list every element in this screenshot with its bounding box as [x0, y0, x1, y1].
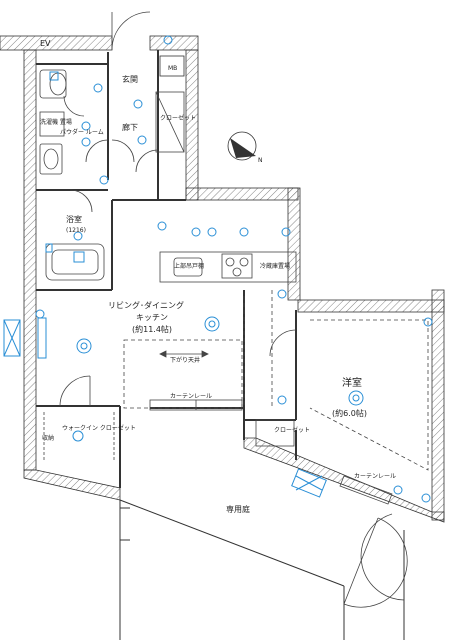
outer-walls [0, 35, 445, 523]
garden-border [119, 499, 405, 640]
label-ldk-size: (約11.4帖) [132, 324, 172, 334]
label-bath-size: (1216) [66, 227, 86, 234]
label-curtain-rail-2: カーテンレール [354, 473, 396, 480]
label-bath: 浴室 [66, 214, 82, 224]
label-curtain-rail: カーテンレール [170, 393, 212, 400]
label-storage: 収納 [42, 434, 54, 442]
compass-label: N [258, 157, 263, 164]
label-hallway: 廊下 [122, 122, 138, 132]
annotations: 下がり天井 カーテンレール カーテンレール 上部吊戸棚 冷蔵庫置場 [170, 262, 396, 480]
label-fridge: 冷蔵庫置場 [260, 262, 290, 270]
label-powder-room: パウダー ルーム [60, 128, 104, 136]
label-garden: 専用庭 [226, 504, 250, 514]
label-cupboard: 上部吊戸棚 [174, 262, 204, 270]
label-walk-in-closet: ウォークイン クローゼット [62, 424, 136, 432]
label-western: 洋室 [342, 376, 362, 389]
label-ev: EV [40, 39, 51, 48]
fixtures [39, 69, 429, 505]
compass-icon: N [227, 131, 263, 164]
label-entrance: 玄関 [122, 74, 138, 84]
electrical-symbols [35, 35, 433, 503]
label-washer: 洗濯機 置場 [40, 118, 72, 126]
label-shoe-closet: クローゼット [160, 114, 196, 122]
label-mb: MB [168, 65, 177, 72]
label-western-size: (約6.0帖) [332, 408, 367, 418]
label-ldk-2: キッチン [136, 313, 168, 322]
label-closet-western: クローゼット [274, 426, 310, 434]
room-labels: EV MB 玄関 廊下 クローゼット パウダー ルーム 洗濯機 置場 浴室 (1… [40, 39, 367, 514]
label-ldk-1: リビング･ダイニング [108, 300, 184, 310]
label-ceiling-dropdown: 下がり天井 [170, 356, 200, 364]
